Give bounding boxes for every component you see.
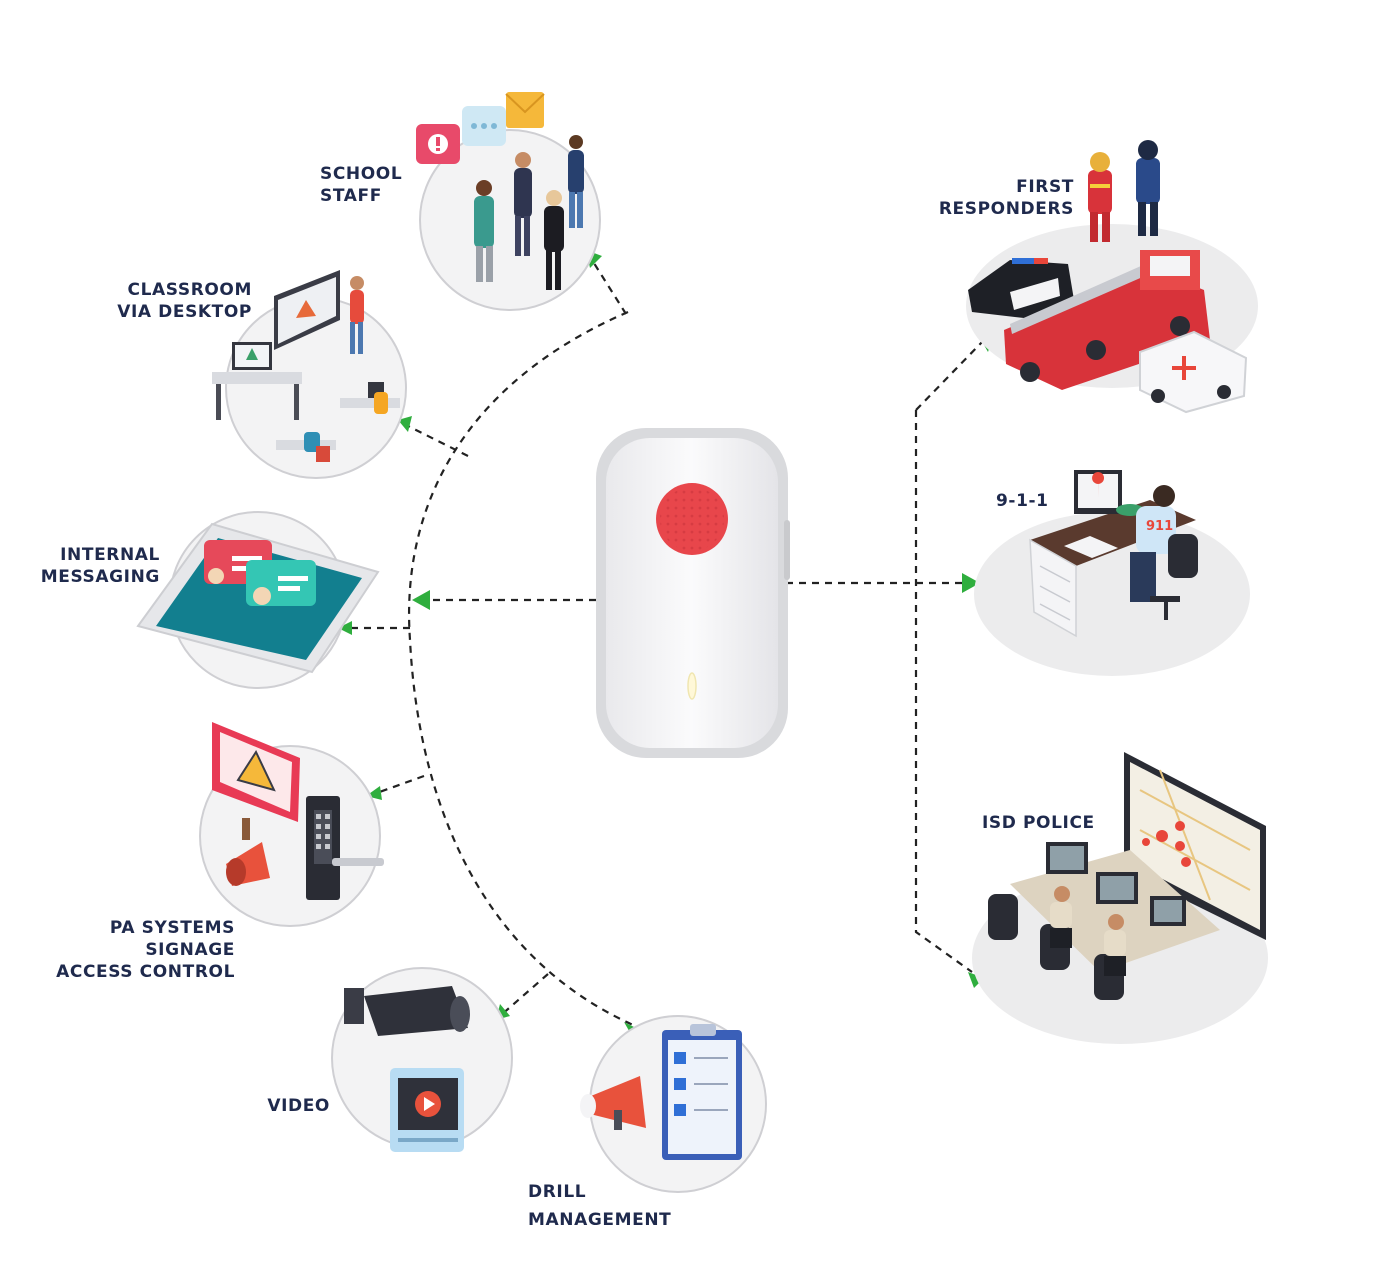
label-drill-management: DRILL MANAGEMENT bbox=[528, 1178, 671, 1234]
node-internal-messaging-illustration bbox=[136, 511, 380, 689]
label-line: SIGNAGE bbox=[145, 940, 235, 960]
connector-classroom bbox=[403, 423, 469, 457]
arrow-internal-messaging bbox=[338, 621, 352, 635]
label-line: 9-1-1 bbox=[996, 491, 1049, 511]
arrow-isd-police bbox=[968, 972, 984, 988]
label-line: STAFF bbox=[320, 186, 382, 206]
label-pa-systems: PA SYSTEMS SIGNAGE ACCESS CONTROL bbox=[56, 917, 235, 983]
label-line: VIDEO bbox=[267, 1096, 330, 1116]
label-line: DRILL bbox=[528, 1182, 587, 1202]
node-first-responders-illustration bbox=[966, 140, 1258, 414]
label-line: SCHOOL bbox=[320, 164, 403, 184]
node-pa-systems-illustration bbox=[199, 722, 384, 927]
node-video-illustration bbox=[331, 967, 513, 1152]
connector-pa-systems bbox=[373, 774, 425, 796]
label-line: FIRST bbox=[1016, 177, 1074, 197]
node-isd-police-illustration bbox=[972, 752, 1268, 1044]
arrow-device-left bbox=[412, 590, 430, 610]
label-video: VIDEO bbox=[267, 1095, 330, 1117]
arrow-nine-one-one bbox=[962, 573, 980, 593]
node-nine-one-one-illustration: 911 bbox=[974, 470, 1250, 676]
warning-sign-icon bbox=[236, 749, 276, 792]
fire-truck-icon bbox=[1004, 268, 1210, 390]
people-figures bbox=[474, 135, 584, 290]
label-line: MESSAGING bbox=[40, 567, 160, 587]
label-line: ACCESS CONTROL bbox=[56, 962, 235, 982]
label-isd-police: ISD POLICE bbox=[982, 812, 1095, 834]
label-line: ISD POLICE bbox=[982, 813, 1095, 833]
dispatcher-badge: 911 bbox=[1146, 519, 1173, 534]
node-school-staff-illustration bbox=[416, 92, 601, 311]
label-line: CLASSROOM bbox=[127, 280, 252, 300]
label-classroom: CLASSROOM VIA DESKTOP bbox=[117, 279, 252, 323]
device-side-button bbox=[784, 520, 790, 580]
label-line: PA SYSTEMS bbox=[109, 918, 235, 938]
arrow-classroom bbox=[398, 416, 412, 432]
connector-video bbox=[499, 973, 549, 1017]
label-line: MANAGEMENT bbox=[528, 1210, 672, 1230]
right-bus-connector bbox=[914, 410, 973, 973]
label-line: RESPONDERS bbox=[938, 199, 1074, 219]
status-led-icon bbox=[687, 672, 697, 700]
node-drill-illustration bbox=[580, 1015, 767, 1193]
label-line: VIA DESKTOP bbox=[117, 302, 252, 322]
label-school-staff: SCHOOL STAFF bbox=[320, 163, 402, 207]
connector-school-staff bbox=[591, 259, 627, 315]
connector-first-responders bbox=[915, 339, 985, 411]
connector-lines bbox=[344, 259, 985, 1030]
node-classroom-illustration bbox=[212, 270, 407, 479]
label-line: INTERNAL bbox=[60, 545, 160, 565]
envelope-icon bbox=[506, 92, 544, 128]
panic-button-device bbox=[596, 428, 790, 758]
device-face bbox=[606, 438, 778, 748]
label-internal-messaging: INTERNAL MESSAGING bbox=[41, 544, 160, 588]
label-first-responders: FIRST RESPONDERS bbox=[939, 176, 1074, 220]
label-nine-one-one: 9-1-1 bbox=[996, 490, 1049, 512]
megaphone-icon bbox=[586, 1076, 646, 1128]
security-camera-icon bbox=[364, 986, 468, 1036]
